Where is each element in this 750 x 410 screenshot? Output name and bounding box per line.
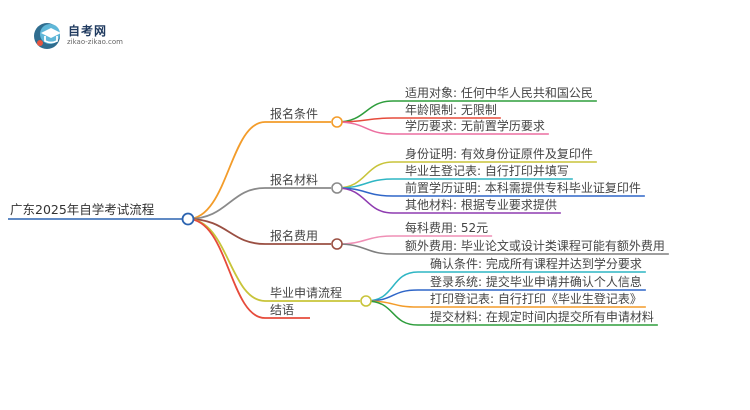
leaf-connector-2-4 [336,187,394,214]
branch-node-3 [331,238,343,250]
branch-label-5: 结语 [270,303,294,317]
branch-node-1 [331,116,343,128]
logo-title: 自考网 [68,24,108,38]
branch-connector-1 [187,121,266,220]
leaf-connector-1-2 [336,117,394,123]
leaf-label-3-2: 额外费用: 毕业论文或设计类课程可能有额外费用 [405,238,665,253]
branch-node-2 [331,182,343,194]
leaf-label-1-3: 学历要求: 无前置学历要求 [405,118,545,133]
leaf-label-4-3: 打印登记表: 自行打印《毕业生登记表》 [430,291,642,306]
leaf-label-1-1: 适用对象: 任何中华人民共和国公民 [405,85,593,100]
leaf-label-1-2: 年龄限制: 无限制 [405,103,497,117]
leaf-connector-1-3 [336,121,394,135]
branch-label-3: 报名费用 [270,228,318,243]
leaf-label-4-4: 提交材料: 在规定时间内提交所有申请材料 [430,309,654,324]
leaf-label-3-1: 每科费用: 52元 [405,220,488,235]
branch-node-4 [360,295,372,307]
leaf-label-4-2: 登录系统: 提交毕业申请并确认个人信息 [430,274,642,289]
branch-connector-5 [187,218,266,319]
graduation-cap-icon [34,23,61,49]
root-node [181,212,195,226]
leaf-connector-3-2 [336,243,394,255]
branch-label-1: 报名条件 [270,106,318,121]
branch-label-4: 毕业申请流程 [270,285,342,300]
leaf-label-2-1: 身份证明: 有效身份证原件及复印件 [405,146,593,161]
logo-url: zikao-zikao.com [67,38,123,46]
leaf-label-2-4: 其他材料: 根据专业要求提供 [405,197,557,212]
branch-connector-2 [187,187,266,220]
root-label: 广东2025年自学考试流程 [10,202,155,217]
branch-label-2: 报名材料 [270,172,318,187]
leaf-label-2-3: 前置学历证明: 本科需提供专科毕业证复印件 [405,180,641,195]
branch-connector-3 [187,218,266,245]
leaf-label-2-2: 毕业生登记表: 自行打印并填写 [405,163,569,178]
leaf-connector-3-1 [336,235,394,245]
leaf-label-4-1: 确认条件: 完成所有课程并达到学分要求 [430,256,642,271]
leaf-connector-4-4 [365,300,419,326]
leaf-connector-4-2 [365,289,419,302]
